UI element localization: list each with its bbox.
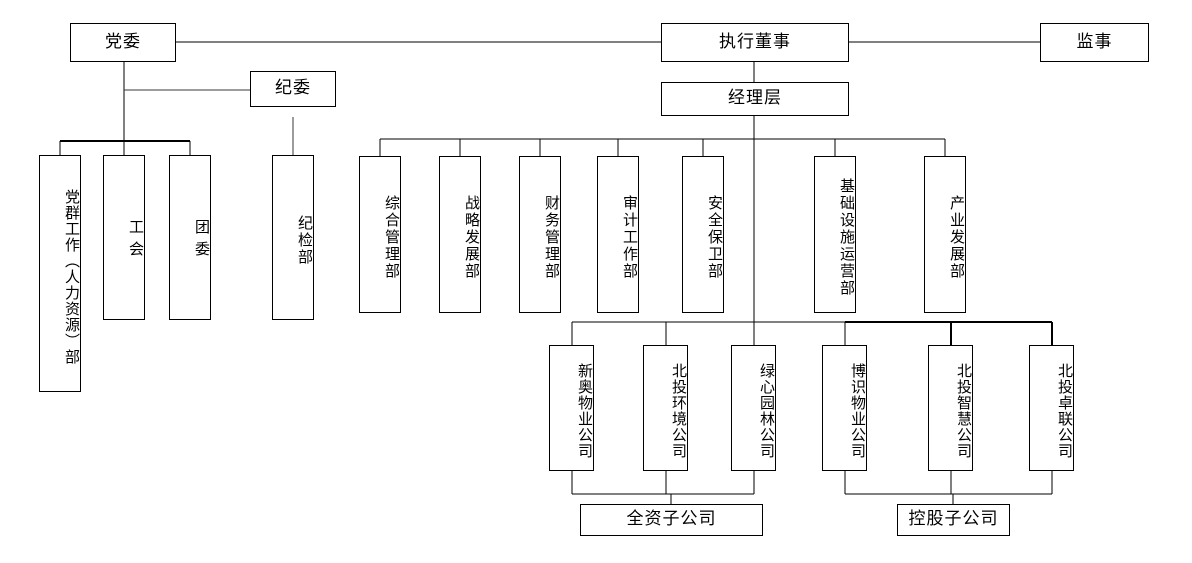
node-management-layer[interactable]: 经理层 [661, 82, 849, 116]
node-executive-director[interactable]: 执行董事 [661, 23, 849, 62]
node-financial-management-dept[interactable]: 财务管理部 [519, 156, 561, 313]
node-audit-work-dept[interactable]: 审计工作部 [597, 156, 639, 313]
node-wholly-owned-label[interactable]: 全资子公司 [580, 504, 763, 536]
node-industry-development-dept[interactable]: 产业发展部 [924, 156, 966, 313]
node-supervisor[interactable]: 监事 [1040, 23, 1149, 62]
node-labor-union[interactable]: 工会 [103, 155, 145, 320]
node-discipline-inspection-dept[interactable]: 纪检部 [272, 155, 314, 320]
node-party-committee[interactable]: 党委 [70, 23, 176, 62]
node-lvxin-garden[interactable]: 绿心园林公司 [731, 345, 776, 471]
node-strategy-development-dept[interactable]: 战略发展部 [439, 156, 481, 313]
node-xinao-property[interactable]: 新奥物业公司 [549, 345, 594, 471]
node-party-mass-hr-dept[interactable]: 党群工作（人力资源）部 [39, 155, 81, 392]
node-infrastructure-operation-dept[interactable]: 基础设施运营部 [814, 156, 856, 313]
node-beitou-smart[interactable]: 北投智慧公司 [928, 345, 973, 471]
node-holding-label[interactable]: 控股子公司 [897, 504, 1010, 536]
node-discipline-committee[interactable]: 纪委 [250, 71, 336, 107]
node-general-management-dept[interactable]: 综合管理部 [359, 156, 401, 313]
node-beitou-environment[interactable]: 北投环境公司 [643, 345, 688, 471]
node-boshi-property[interactable]: 博识物业公司 [822, 345, 867, 471]
node-youth-league[interactable]: 团委 [169, 155, 211, 320]
node-beitou-zhuolian[interactable]: 北投卓联公司 [1029, 345, 1074, 471]
node-security-dept[interactable]: 安全保卫部 [682, 156, 724, 313]
